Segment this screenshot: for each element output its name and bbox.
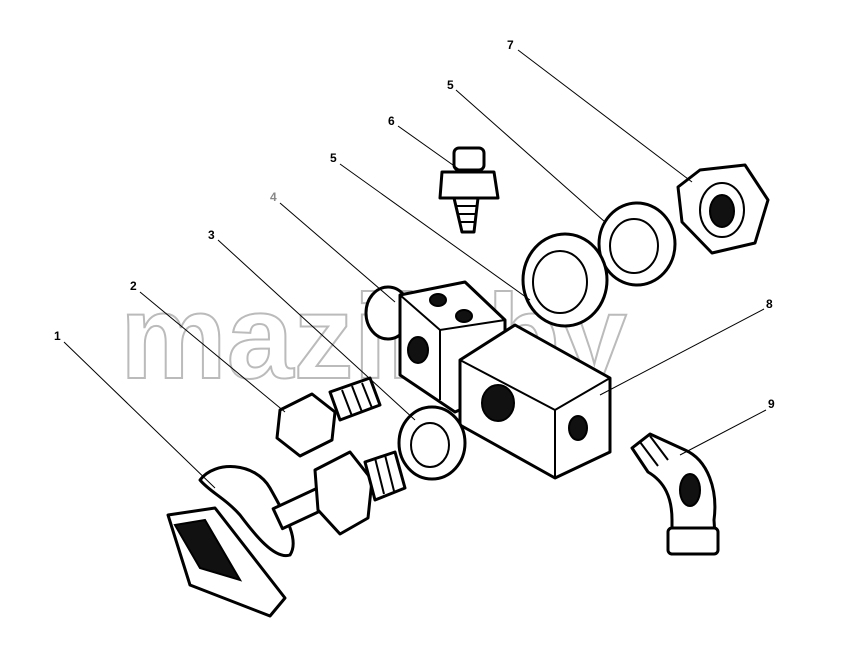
callout-6: 6	[388, 114, 395, 128]
callout-5-upper: 5	[447, 78, 454, 92]
part-6-fitting	[438, 146, 500, 234]
part-2-hex-bolt	[275, 376, 382, 458]
callout-3: 3	[208, 228, 215, 242]
part-7-hex-nut	[676, 163, 770, 255]
callout-5-lower: 5	[330, 151, 337, 165]
part-5-washer-lower	[521, 232, 609, 328]
leader-lines	[63, 49, 767, 489]
callout-labels: 1 2 3 4 5 5 6 7 8 9	[54, 38, 775, 411]
callout-4: 4	[270, 190, 277, 204]
part-3-washer	[397, 405, 467, 481]
callout-1: 1	[54, 329, 61, 343]
part-5-washer-upper	[597, 201, 677, 287]
part-9-elbow-fitting	[630, 432, 720, 556]
callout-8: 8	[766, 297, 773, 311]
callout-9: 9	[768, 397, 775, 411]
callout-2: 2	[130, 279, 137, 293]
part-1-handle-assembly	[166, 450, 407, 618]
callout-7: 7	[507, 38, 514, 52]
